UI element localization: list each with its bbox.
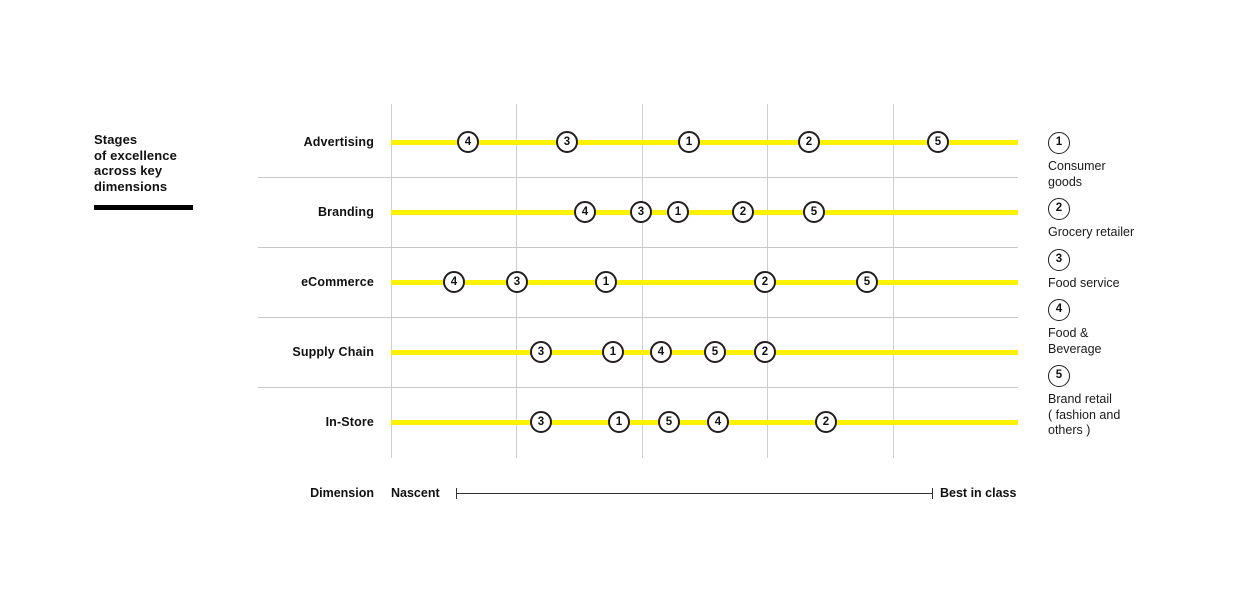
data-point-marker[interactable]: 4 (443, 271, 465, 293)
row-separator (258, 317, 1018, 318)
title-underline-rule (94, 205, 193, 211)
axis-cap-left (456, 488, 457, 499)
data-point-marker[interactable]: 1 (608, 411, 630, 433)
data-point-marker[interactable]: 5 (927, 131, 949, 153)
data-point-marker[interactable]: 2 (732, 201, 754, 223)
row-separator (258, 387, 1018, 388)
legend-marker-icon: 2 (1048, 198, 1070, 220)
data-point-marker[interactable]: 2 (754, 341, 776, 363)
legend-label: Consumer goods (1048, 159, 1106, 189)
axis-low-label: Nascent (391, 486, 440, 500)
row-track (391, 420, 1018, 425)
data-point-marker[interactable]: 5 (803, 201, 825, 223)
data-point-marker[interactable]: 1 (595, 271, 617, 293)
axis-line (456, 493, 932, 494)
data-point-marker[interactable]: 3 (506, 271, 528, 293)
legend-label: Brand retail ( fashion and others ) (1048, 392, 1121, 437)
data-point-marker[interactable]: 4 (707, 411, 729, 433)
legend-label: Grocery retailer (1048, 225, 1135, 239)
data-point-marker[interactable]: 1 (602, 341, 624, 363)
data-point-marker[interactable]: 5 (658, 411, 680, 433)
chart-title-line: across key (94, 163, 163, 179)
data-point-marker[interactable]: 4 (574, 201, 596, 223)
chart-title-line: dimensions (94, 178, 168, 194)
chart-title-block: Stages of excellence across key dimensio… (94, 132, 254, 211)
axis-high-label: Best in class (940, 486, 1017, 500)
data-point-marker[interactable]: 3 (530, 411, 552, 433)
legend-label: Food & Beverage (1048, 326, 1102, 356)
data-point-marker[interactable]: 3 (530, 341, 552, 363)
legend-marker-icon: 4 (1048, 299, 1070, 321)
row-label-ecommerce: eCommerce (301, 275, 374, 289)
axis-cap-right (932, 488, 933, 499)
legend-label: Food service (1048, 275, 1120, 290)
data-point-marker[interactable]: 3 (630, 201, 652, 223)
row-label-advertising: Advertising (303, 135, 374, 149)
row-track (391, 280, 1018, 285)
axis-dimension-label: Dimension (310, 486, 374, 500)
legend-marker-icon: 3 (1048, 248, 1070, 271)
row-label-in-store: In-Store (325, 415, 374, 429)
row-label-supply-chain: Supply Chain (292, 345, 374, 359)
legend-marker-icon: 5 (1048, 365, 1070, 387)
data-point-marker[interactable]: 4 (457, 131, 479, 153)
data-point-marker[interactable]: 5 (704, 341, 726, 363)
row-label-branding: Branding (317, 205, 374, 219)
data-point-marker[interactable]: 1 (678, 131, 700, 153)
data-point-marker[interactable]: 5 (856, 271, 878, 293)
data-point-marker[interactable]: 1 (667, 201, 689, 223)
data-point-marker[interactable]: 4 (650, 341, 672, 363)
data-point-marker[interactable]: 2 (798, 131, 820, 153)
data-point-marker[interactable]: 3 (556, 131, 578, 153)
row-track (391, 140, 1018, 145)
row-track (391, 210, 1018, 215)
legend-marker-icon: 1 (1048, 132, 1070, 154)
data-point-marker[interactable]: 2 (754, 271, 776, 293)
chart-title-line: Stages (94, 132, 138, 147)
row-separator (258, 177, 1018, 178)
data-point-marker[interactable]: 2 (815, 411, 837, 433)
row-separator (258, 247, 1018, 248)
chart-title-line: of excellence (94, 147, 177, 163)
